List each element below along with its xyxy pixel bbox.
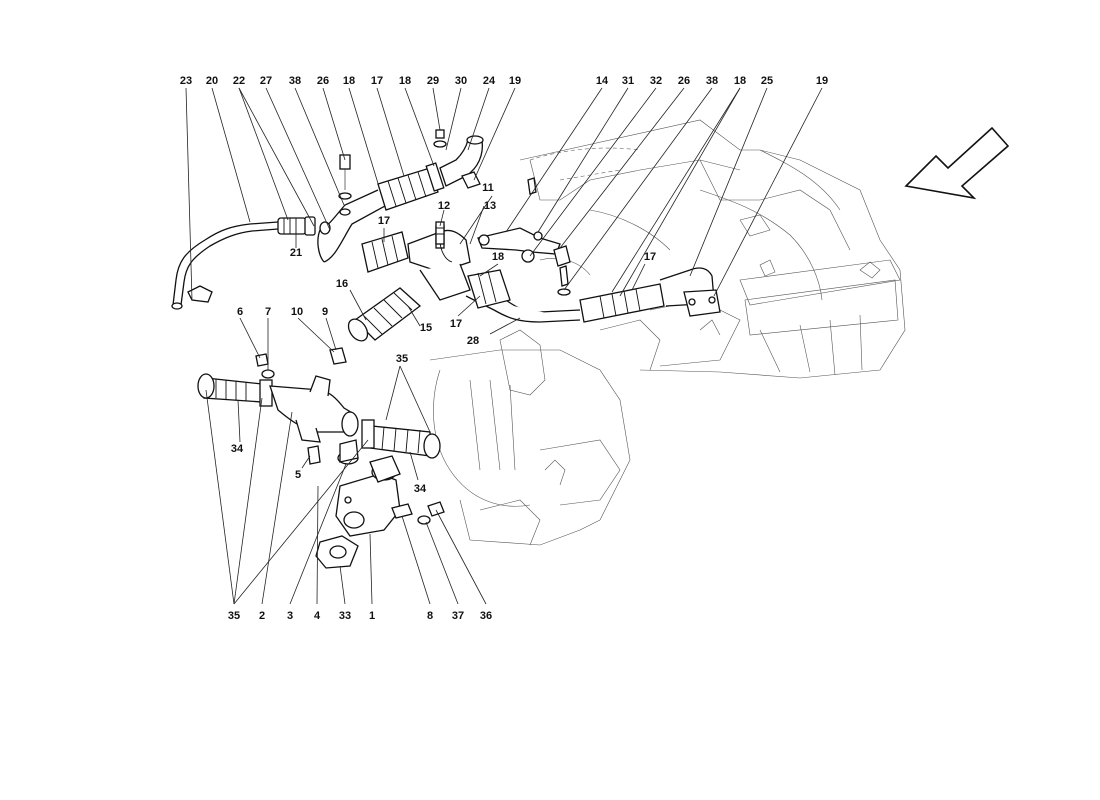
callout-21: 21 — [290, 247, 302, 259]
callout-27: 27 — [260, 75, 272, 87]
callout-32: 32 — [650, 75, 662, 87]
callout-18: 18 — [399, 75, 411, 87]
callout-7: 7 — [265, 306, 271, 318]
callout-26: 26 — [317, 75, 329, 87]
callout-25: 25 — [761, 75, 773, 87]
callout-33: 33 — [339, 610, 351, 622]
lower-hose-assembly — [197, 373, 359, 443]
arrow-icon — [904, 126, 1010, 200]
callout-17: 17 — [371, 75, 383, 87]
callout-15: 15 — [420, 322, 432, 334]
callout-11: 11 — [482, 182, 494, 194]
callout-6: 6 — [237, 306, 243, 318]
callouts-bottom-row: 35 2 3 4 33 1 8 37 36 — [228, 610, 492, 622]
callout-9: 9 — [322, 306, 328, 318]
callout-14: 14 — [596, 75, 609, 87]
callout-34: 34 — [414, 483, 427, 495]
callout-17: 17 — [450, 318, 462, 330]
callout-3: 3 — [287, 610, 293, 622]
callout-8: 8 — [427, 610, 433, 622]
callout-24: 24 — [483, 75, 496, 87]
hose-connector-part — [277, 216, 316, 236]
callout-17: 17 — [644, 251, 656, 263]
callout-16: 16 — [336, 278, 348, 290]
callout-31: 31 — [622, 75, 634, 87]
callout-38: 38 — [706, 75, 718, 87]
callout-28: 28 — [467, 335, 479, 347]
callout-18: 18 — [492, 251, 504, 263]
callout-13: 13 — [484, 200, 496, 212]
elbow-fitting-top — [439, 135, 484, 189]
callout-22: 22 — [233, 75, 245, 87]
callout-34: 34 — [231, 443, 244, 455]
callouts-top-row: 23 20 22 27 38 26 18 17 18 29 30 24 19 1… — [180, 75, 828, 87]
bent-pipe-part — [171, 221, 279, 310]
long-pipe-part — [465, 267, 721, 323]
bracket-part — [477, 227, 571, 296]
callout-17: 17 — [378, 215, 390, 227]
callout-19: 19 — [509, 75, 521, 87]
callout-23: 23 — [180, 75, 192, 87]
callout-37: 37 — [452, 610, 464, 622]
callout-29: 29 — [427, 75, 439, 87]
bolt-part — [338, 129, 447, 216]
callout-18: 18 — [343, 75, 355, 87]
callout-19: 19 — [816, 75, 828, 87]
callout-38: 38 — [289, 75, 301, 87]
callout-12: 12 — [438, 200, 450, 212]
callout-26: 26 — [678, 75, 690, 87]
callout-36: 36 — [480, 610, 492, 622]
leader-lines — [185, 87, 823, 605]
thermostat-housing-part — [315, 439, 401, 569]
callout-35: 35 — [396, 353, 408, 365]
callouts-middle: 11 12 13 17 18 16 15 17 28 21 17 — [290, 182, 656, 347]
ribbed-hose-left — [347, 287, 422, 342]
callout-20: 20 — [206, 75, 218, 87]
callout-5: 5 — [295, 469, 301, 481]
callout-2: 2 — [259, 610, 265, 622]
callout-10: 10 — [291, 306, 303, 318]
callout-4: 4 — [314, 610, 321, 622]
tee-junction-part — [361, 225, 471, 301]
callout-30: 30 — [455, 75, 467, 87]
callout-18: 18 — [734, 75, 746, 87]
ribbed-hose-right — [361, 419, 441, 459]
callout-1: 1 — [369, 610, 375, 622]
ribbed-hose-upper — [377, 162, 445, 211]
callouts-left: 6 7 10 9 35 34 5 34 — [231, 306, 427, 495]
callout-35: 35 — [228, 610, 240, 622]
small-fittings — [255, 347, 445, 525]
engine-block-outline — [429, 119, 906, 546]
